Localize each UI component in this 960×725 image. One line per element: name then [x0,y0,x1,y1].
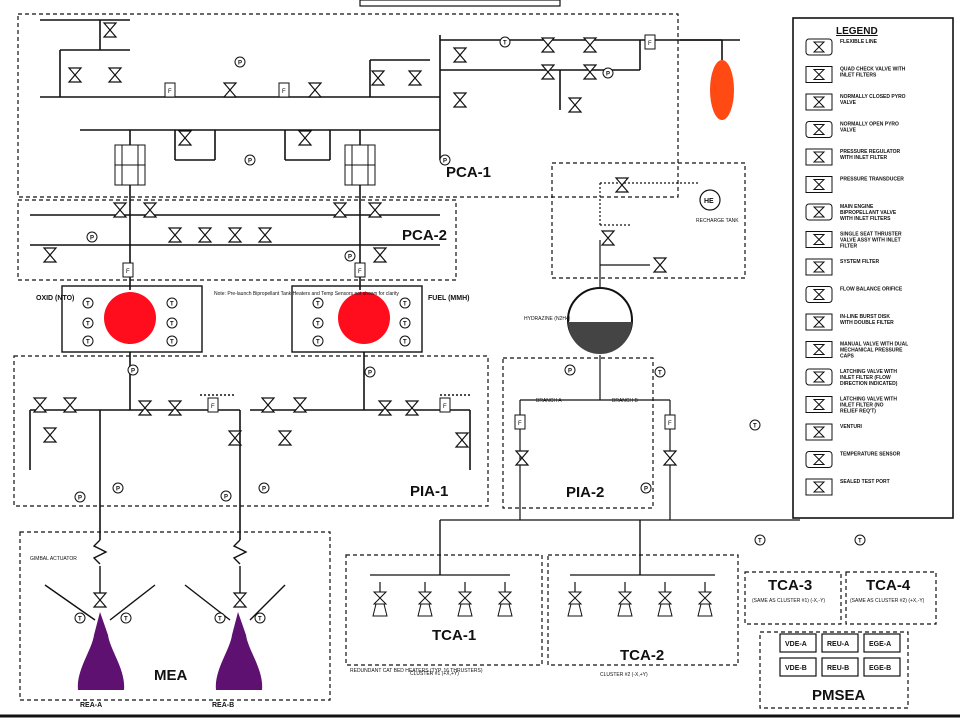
quad-check-valves [114,144,376,186]
pca1-valves [68,22,597,146]
pressure-transducer-icon [805,176,833,193]
rea-b-nozzle [215,612,263,690]
pia1-label: PIA-1 [410,483,448,500]
pca1-gauges [164,34,656,166]
legend-label: PRESSURE TRANSDUCER [840,177,904,183]
tca1-boundary [345,554,543,666]
legend-title: LEGEND [836,26,878,37]
rea-b-label: REA-B [212,702,234,709]
tca1-label: TCA-1 [432,627,476,644]
pca2-boundary [17,199,457,281]
pmsea-unit-4: REU-B [827,665,849,672]
burst-disk-icon [805,313,833,331]
fuel-tank-box [291,285,423,353]
hydrazine-tank [567,287,633,354]
branch-b-label: BRANCH B [612,398,639,404]
latching-valve-filter-icon [805,368,833,386]
manual-valve-icon [805,341,833,358]
tca4-sub: (SAME AS CLUSTER #2) (+X,-Y) [850,598,925,604]
normally-open-pyro-valve-icon [805,121,833,138]
tca4-boundary [845,571,937,625]
he-label: HE [704,198,714,205]
cluster2-label: CLUSTER #2 (-X,+Y) [600,672,648,678]
tca3-sub: (SAME AS CLUSTER #1) (-X,-Y) [752,598,825,604]
quad-check-valve-icon [805,66,833,83]
pmsea-unit-5: EGE-B [869,665,891,672]
pmsea-unit-3: VDE-B [785,665,807,672]
pca2-label: PCA-2 [402,227,447,244]
pressure-regulator-icon [805,148,833,166]
helium-tank-marker [710,60,734,120]
flexible-line-icon [805,38,833,56]
pca1-boundary [17,13,679,198]
tca1-thrusters [372,581,513,617]
fuel-label: FUEL (MMH) [428,295,469,302]
redundant-label: REDUNDANT CAT BED HEATERS (TYP. 16 THRUS… [350,668,483,674]
pia2-label: PIA-2 [566,484,604,501]
pmsea-label: PMSEA [812,687,866,704]
tca2-label: TCA-2 [620,647,664,664]
pia1-components [33,364,469,503]
latching-valve-no-relief-icon [805,396,833,413]
gimbal-label: GIMBAL ACTUATOR [30,556,77,562]
legend-label: FLOW BALANCE ORIFICE [840,287,903,293]
rea-a-label: REA-A [80,702,102,709]
pia1-boundary [13,355,489,507]
rea-a-nozzle [77,612,125,690]
legend-label: SYSTEM FILTER [840,259,879,265]
cluster1-label: CLUSTER #1 (+X,+Y) [410,671,459,677]
tca2-thrusters [567,581,713,617]
recharge-tank-label: RECHARGE TANK [696,218,739,224]
legend-label: FLEXIBLE LINE [840,39,878,45]
legend-label: SEALED TEST PORT [840,479,890,485]
system-filter-icon [805,258,833,276]
flow-balance-orifice-icon [805,286,833,303]
pca1-label: PCA-1 [446,164,491,181]
hydrazine-label: HYDRAZINE (N2H4) [524,316,571,322]
venturi-icon [805,423,833,441]
temperature-sensor-icon [805,451,833,468]
pia2-boundary [502,357,654,509]
single-seat-thruster-valve-icon [805,231,833,248]
legend-label: VENTURI [840,424,863,430]
pmsea-unit-0: VDE-A [785,641,807,648]
oxid-label: OXID (NTO) [36,295,74,302]
tank-note: Note: Pre-launch Bipropellant Tank Heate… [214,291,399,297]
recharge-tank [699,189,721,211]
pca2-valves [43,202,387,278]
oxid-tank-box [61,285,203,353]
tca4-label: TCA-4 [866,577,911,594]
mea-label: MEA [154,667,188,684]
fuel-tank-marker [338,292,390,344]
sealed-test-port-icon [805,478,833,496]
tca3-label: TCA-3 [768,577,812,594]
tca2-boundary [547,554,739,666]
tca3-boundary [744,571,842,625]
legend-label: TEMPERATURE SENSOR [840,452,901,458]
mea-boundary [19,531,331,701]
oxid-tank-marker [104,292,156,344]
branch-a-label: BRANCH A [536,398,562,404]
main-engine-valve-icon [805,203,833,221]
pmsea-units [779,633,901,677]
normally-closed-pyro-valve-icon [805,93,833,111]
pmsea-unit-1: REU-A [827,641,849,648]
pmsea-boundary [759,631,909,709]
pmsea-unit-2: EGE-A [869,641,891,648]
